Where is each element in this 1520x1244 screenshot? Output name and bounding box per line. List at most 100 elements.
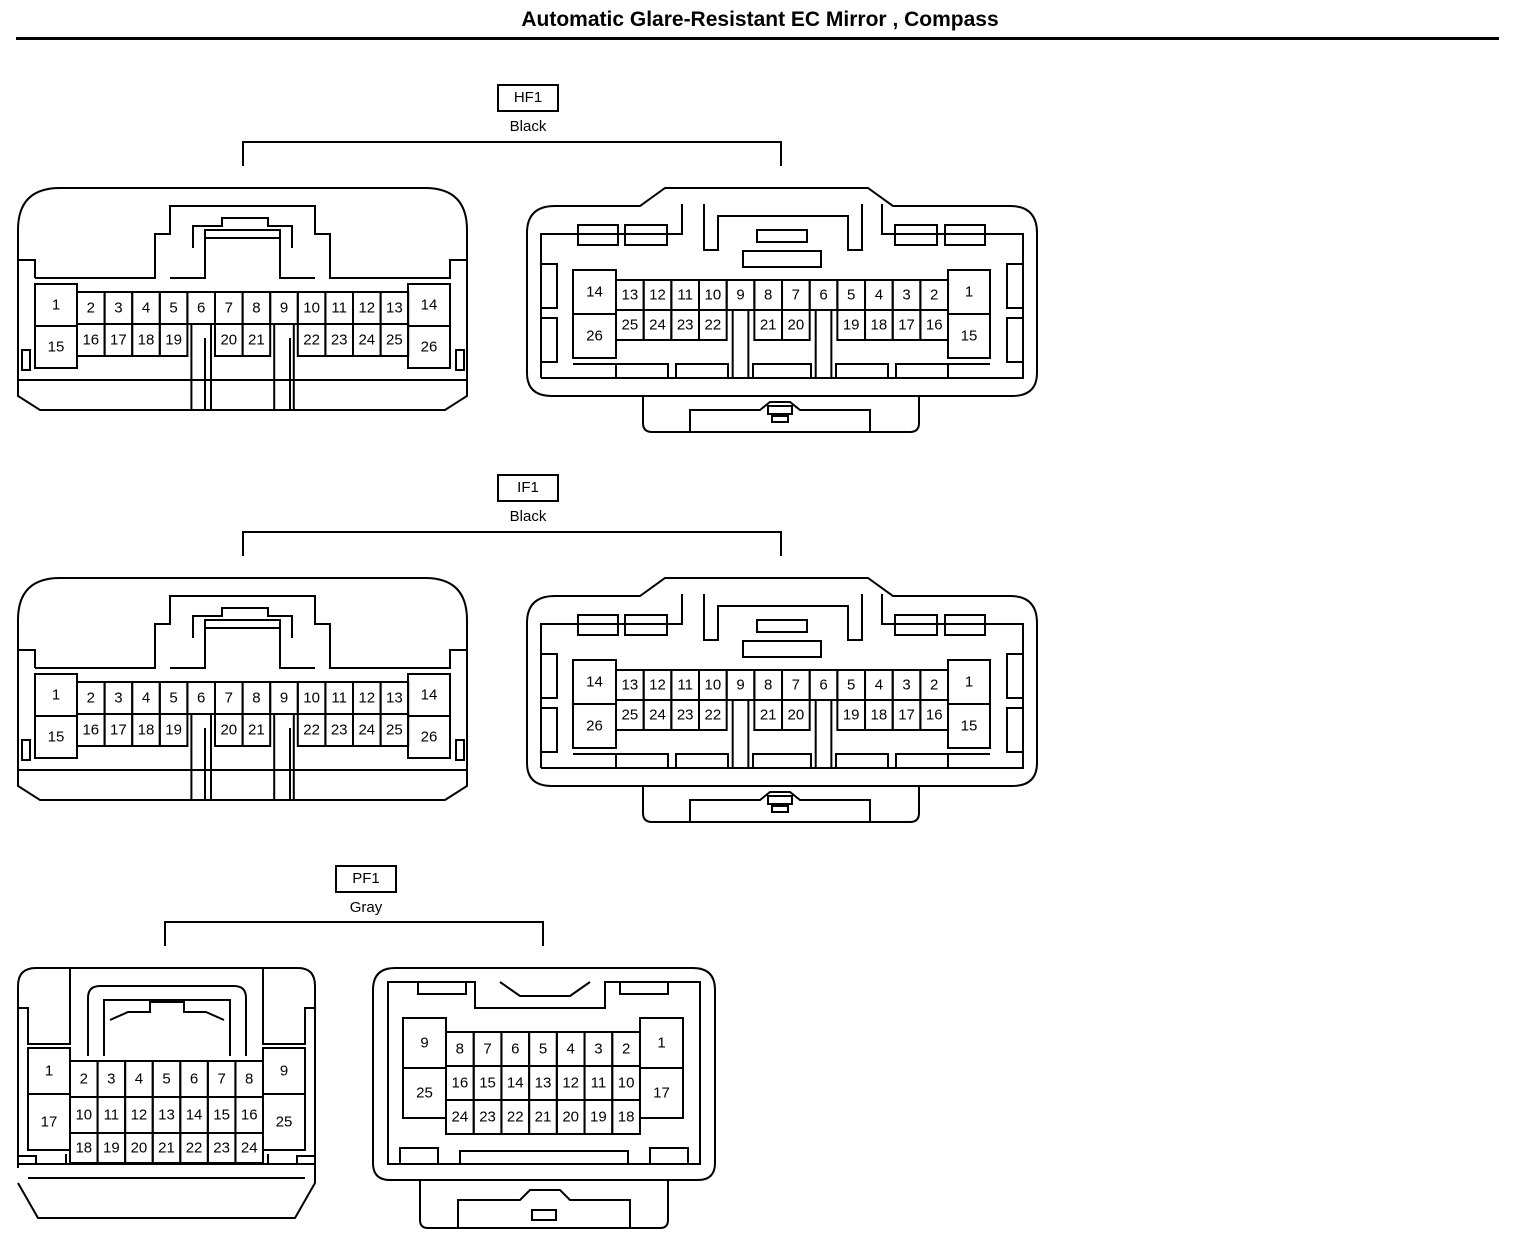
hf1-right-pin-label: 23 [677,317,694,334]
if1-right-pin-label: 18 [871,707,888,724]
connector-color-hf1: Black [509,118,547,135]
hf1-right-pin-cell [698,309,728,341]
hf1-left-pin-label: 3 [114,300,122,317]
hf1-left-lock-rib [204,229,281,238]
hf1-left-pin-label: 20 [220,332,237,349]
hf1-right-pin-label: 20 [788,317,805,334]
hf1-right-window [756,229,808,243]
pf1-right-pin-label: 11 [591,1075,607,1092]
pf1-left-pin-label: 21 [158,1140,175,1157]
hf1-right-foot-tab2 [771,415,789,423]
if1-left-pin-label: 6 [197,690,205,707]
pf1-right-pin-label: 21 [535,1109,552,1126]
pf1-right-pin-label: 22 [507,1109,524,1126]
if1-right-window [577,614,619,636]
hf1-right-window [742,250,822,268]
hf1-left-pin-cell [379,323,410,357]
if1-right-window [742,640,822,658]
if1-left-pin-label: 1 [52,687,60,704]
if1-left-pin-label: 9 [280,690,288,707]
hf1-left-pin-label: 25 [386,332,403,349]
if1-right-pin-label: 11 [677,677,693,694]
pf1-left-pin-label: 11 [104,1107,120,1124]
pf1-right-pin-label: 18 [618,1109,635,1126]
hf1-right-pin-label: 19 [843,317,860,334]
pf1-right-frame [387,981,701,1165]
if1-right-side-slot [540,653,558,699]
pf1-left-body [18,968,315,1045]
hf1-right-window [624,224,668,246]
hf1-right-pin-label: 10 [705,287,722,304]
hf1-right-pin-label: 26 [586,328,603,345]
pf1-right-pin-label: 13 [535,1075,552,1092]
if1-left-pin-label: 3 [114,690,122,707]
hf1-left-pin-cell [241,323,272,357]
pf1-left-pin-label: 4 [135,1071,143,1088]
pf1-left-pin-label: 2 [80,1071,88,1088]
if1-left-latch-l [21,739,31,761]
if1-right-bottom-slot [675,753,729,769]
pf1-left-pin-label: 24 [241,1140,258,1157]
connector-id-hf1: HF1 [497,84,559,112]
hf1-left-pin-label: 16 [82,332,99,349]
if1-right-pin-cell [781,699,811,731]
pf1-right-bottom-slot [459,1150,629,1165]
hf1-right-window [577,224,619,246]
if1-left-pin-label: 25 [386,722,403,739]
if1-right-pin-cell [919,699,950,731]
hf1-left-pin-label: 26 [421,339,438,356]
pf1-right-pin-label: 6 [511,1041,519,1058]
hf1-left-pin-label: 23 [331,332,348,349]
hf1-left-pin-label: 8 [252,300,260,317]
pf1-left-pin-label: 14 [186,1107,203,1124]
hf1-right-pin-label: 24 [649,317,666,334]
hf1-left-pin-label: 6 [197,300,205,317]
if1-right-pin-label: 14 [586,674,603,691]
if1-left-pin-label: 17 [110,722,127,739]
pf1-right-pin-label: 5 [539,1041,547,1058]
hf1-right-side-slot [1006,263,1024,309]
title-rule [16,37,1499,40]
if1-right-window [756,619,808,633]
hf1-left-pin-cell [158,323,189,357]
hf1-right-pin-label: 22 [705,317,722,334]
pf1-left-pin-label: 9 [280,1063,288,1080]
hf1-left-latch-r [455,349,465,371]
hf1-right-pin-label: 12 [649,287,666,304]
hf1-right-bottom-slot [752,363,812,379]
if1-right-foot-tab2 [771,805,789,813]
hf1-left-lock-outer [170,237,315,279]
pf1-right-foot [419,1180,669,1229]
pf1-left-pin-label: 13 [158,1107,175,1124]
hf1-right-bottom-slot [895,363,949,379]
hf1-left-latch-l [21,349,31,371]
pf1-right-pin-cell [611,1099,641,1135]
hf1-left-pin-label: 11 [331,300,347,317]
pf1-bracket [164,921,544,946]
hf1-right-pin-cell [781,309,811,341]
if1-left-rail-keys [204,728,291,800]
pf1-right-pin-label: 16 [452,1075,469,1092]
pf1-right-pin-label: 7 [483,1041,491,1058]
hf1-left-pin-label: 17 [110,332,127,349]
hf1-right-bottom-slot [835,363,889,379]
hf1-right-pin-label: 14 [586,284,603,301]
pf1-right-pin-label: 23 [479,1109,496,1126]
hf1-left-pin-label: 5 [169,300,177,317]
if1-right-pin-label: 24 [649,707,666,724]
if1-left-pin-label: 14 [421,687,438,704]
if1-right-pin-label: 25 [621,707,638,724]
if1-left-latch-r [455,739,465,761]
hf1-right-pin-label: 2 [930,287,938,304]
if1-right-side-slot [540,707,558,753]
hf1-right-pin-label: 18 [871,317,888,334]
if1-right-pin-label: 17 [898,707,915,724]
hf1-right-pin-label: 8 [764,287,772,304]
hf1-left-pin-label: 2 [87,300,95,317]
pf1-left-pin-label: 3 [107,1071,115,1088]
pf1-right-pin-label: 24 [452,1109,469,1126]
if1-left-pin-label: 22 [303,722,320,739]
pf1-right-housing [372,967,716,1181]
hf1-bracket [242,141,782,166]
